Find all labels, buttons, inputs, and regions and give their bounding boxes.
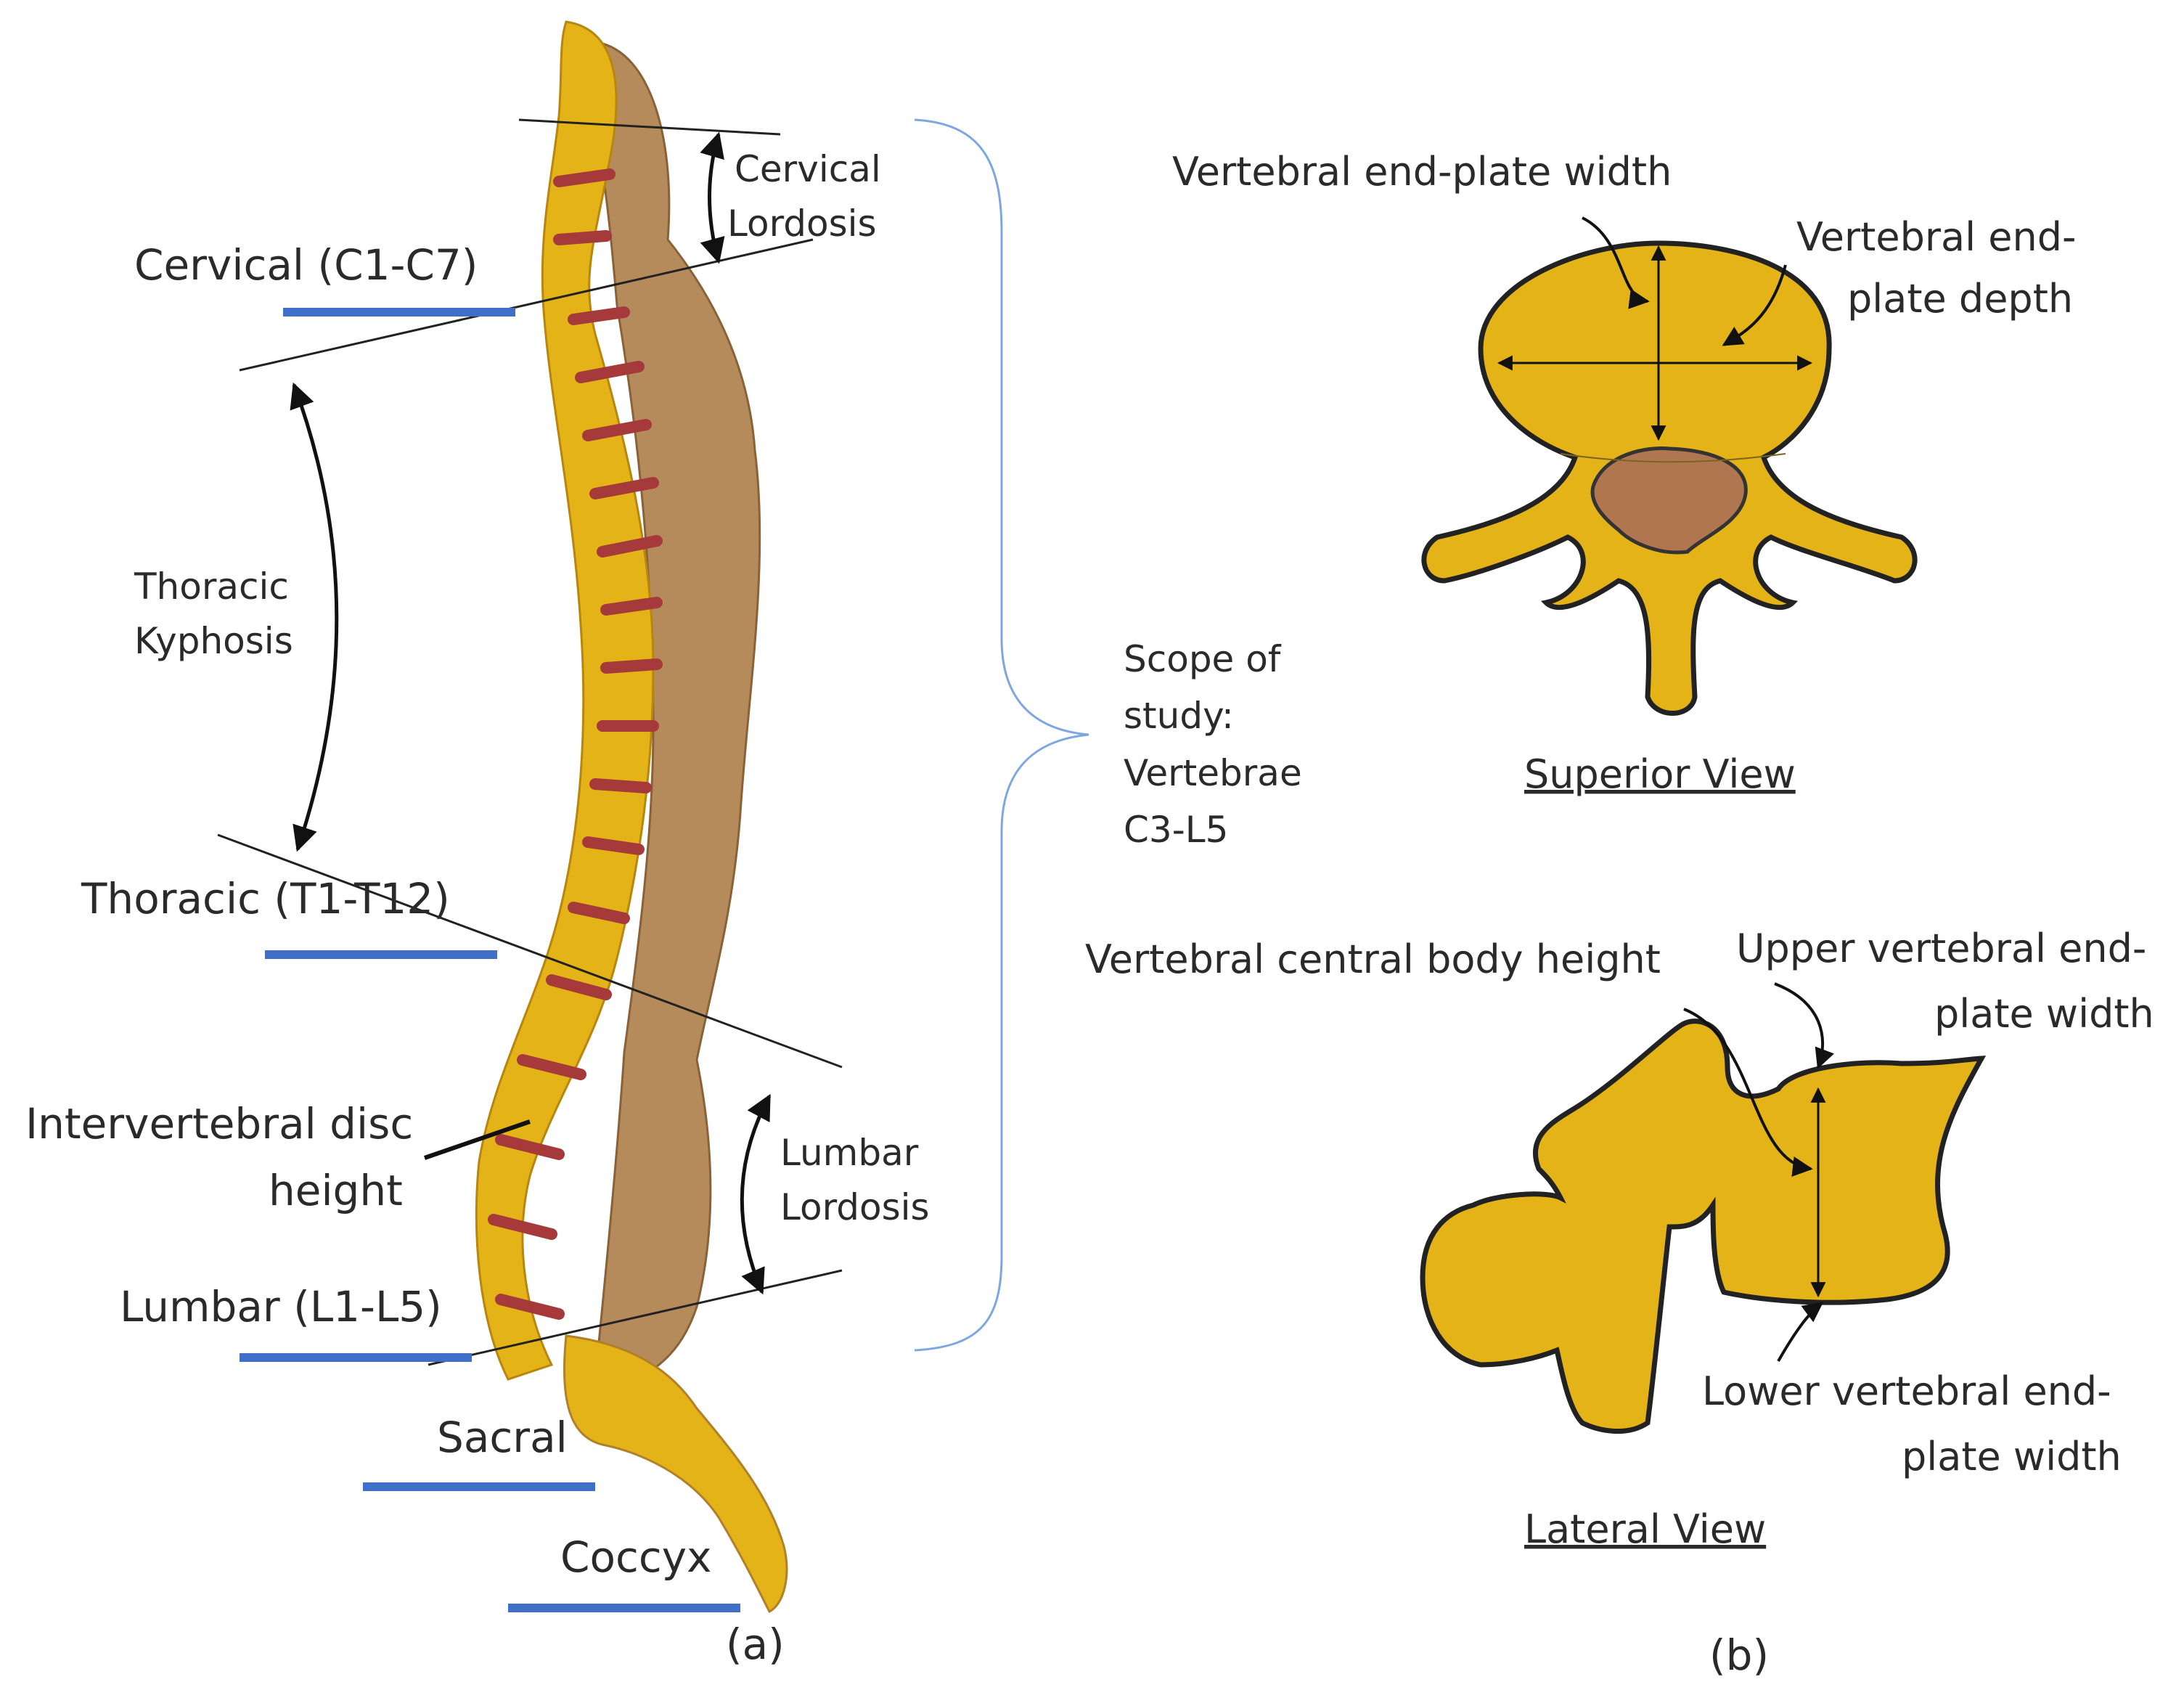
intervertebral-discs [488,168,663,1320]
disc-height-label-2: height [269,1166,403,1215]
sacral-region-label: Sacral [437,1413,568,1462]
lumbar-lordosis-arrow [740,1093,772,1295]
curvature-arrows [290,131,772,1295]
disc-height-label-1: Intervertebral disc [25,1099,413,1148]
cervical-region-label: Cervical (C1-C7) [134,240,478,290]
thoracic-curve-label-2: Kyphosis [134,620,293,662]
lumbar-curve-label-2: Lordosis [780,1186,930,1228]
superior-view-title: Superior View [1524,751,1796,797]
posterior-processes [579,42,761,1381]
lateral-view-title: Lateral View [1524,1506,1766,1552]
width-pointer [1582,216,1650,309]
lateral-view-vertebra [1420,982,1987,1434]
endplate-depth-label-2: plate depth [1847,276,2073,322]
scope-label-3: Vertebrae [1124,752,1302,794]
cervical-curve-label-2: Lordosis [727,203,877,245]
lumbar-curve-label-1: Lumbar [780,1132,919,1174]
endplate-depth-label-1: Vertebral end- [1796,214,2077,260]
endplate-width-label: Vertebral end-plate width [1172,149,1672,195]
thoracic-kyphosis-arrow [290,382,339,852]
lower-width-pointer [1777,1302,1824,1362]
thoracic-region-label: Thoracic (T1-T12) [81,874,450,923]
upper-width-label-2: plate width [1934,991,2154,1037]
pedicle-line [1560,453,1786,463]
upper-width-pointer [1774,982,1834,1069]
region-bars [240,308,740,1612]
superior-view-vertebra [1421,216,1918,716]
panel-b-caption: (b) [1709,1630,1769,1680]
vertebral-canal [1590,446,1748,555]
disc-pointer-line [424,1119,531,1160]
panel-b-labels: Vertebral end-plate width Vertebral end-… [1085,149,2154,1680]
scope-brace [914,118,1089,1352]
central-body-height-label: Vertebral central body height [1085,936,1661,982]
sacrum-coccyx [563,1334,788,1614]
upper-width-label-1: Upper vertebral end- [1736,926,2146,971]
panel-a-caption: (a) [726,1620,785,1669]
cervical-curve-label-1: Cervical [735,148,881,190]
scope-label-2: study: [1124,695,1234,737]
body-height-pointer [1683,1008,1813,1177]
depth-pointer [1722,264,1787,346]
scope-label-1: Scope of [1124,638,1282,680]
cervical-lordosis-arrow [700,131,725,264]
panel-a-labels: Cervical (C1-C7) Thoracic (T1-T12) Lumba… [25,148,1302,1669]
lumbar-region-label: Lumbar (L1-L5) [120,1282,442,1331]
lateral-vertebra-shape [1420,1019,1987,1434]
spine-illustration [475,20,788,1614]
thoracic-curve-label-1: Thoracic [134,566,289,608]
lower-width-label-2: plate width [1902,1434,2122,1479]
lower-width-label-1: Lower vertebral end- [1702,1368,2111,1414]
coccyx-region-label: Coccyx [560,1532,711,1582]
scope-label-4: C3-L5 [1124,809,1228,851]
vertebral-column [475,20,655,1381]
